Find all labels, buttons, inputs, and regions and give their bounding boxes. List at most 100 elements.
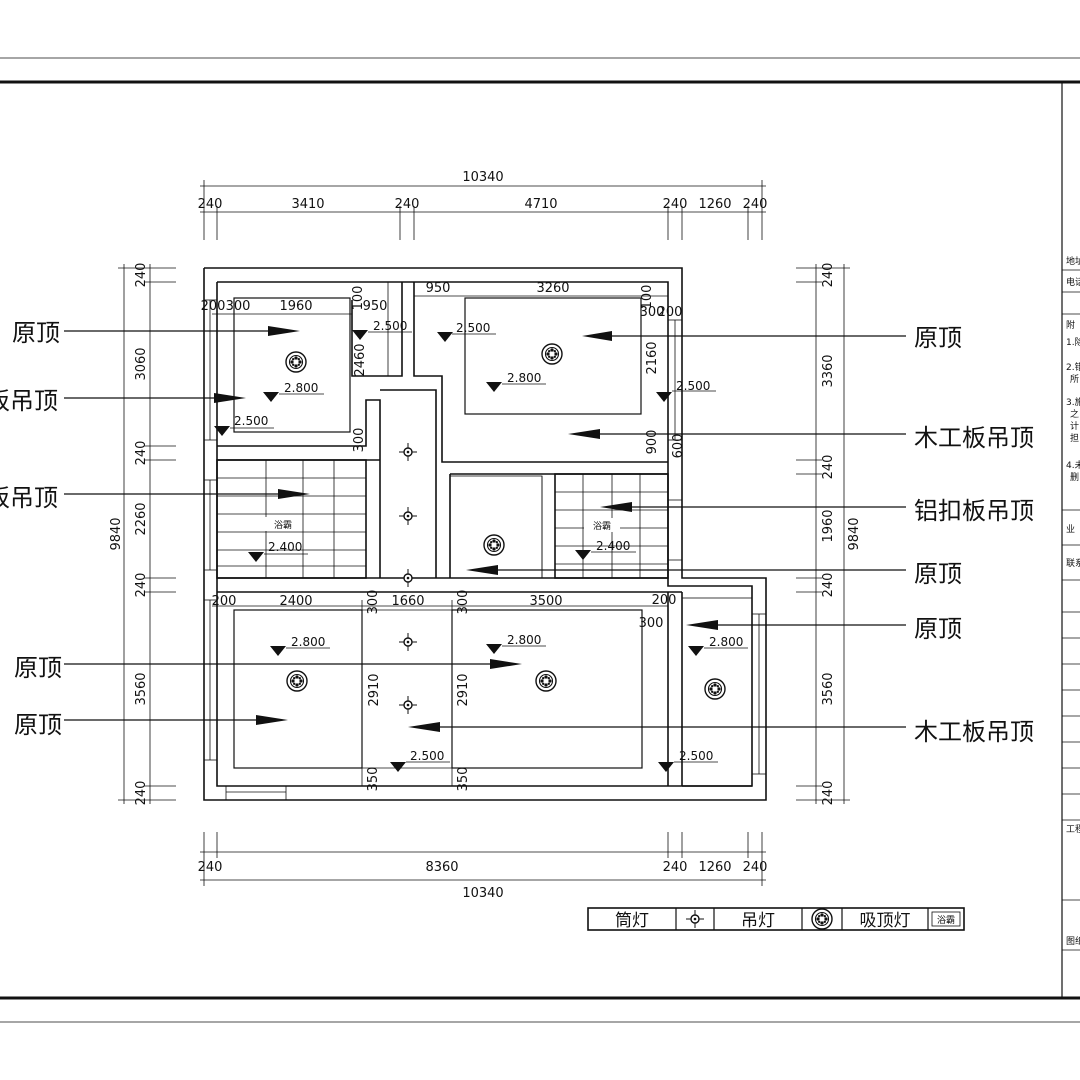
- inner-dim: 350: [366, 767, 381, 792]
- elevation-label: 2.800: [284, 381, 318, 395]
- tb-row-owner: 业: [1066, 524, 1075, 535]
- tb-note-2: 2.错: [1066, 361, 1080, 373]
- inner-dim: 1960: [279, 299, 312, 314]
- elevation-label: 2.800: [291, 635, 325, 649]
- dim-top-seg: 4710: [524, 197, 557, 212]
- legend-bath-heater-label: 浴霸: [937, 915, 955, 926]
- ceiling-light-icon: [483, 534, 505, 556]
- inner-dim: 950: [426, 281, 451, 296]
- dim-left-seg: 3060: [134, 347, 149, 380]
- tb-footer-project: 工程: [1066, 824, 1080, 835]
- dim-bottom-seg: 240: [663, 860, 688, 875]
- dim-right-seg: 1960: [821, 509, 836, 542]
- inner-dim: 600: [671, 434, 686, 459]
- inner-dim: 300: [226, 299, 251, 314]
- elevation-label: 2.800: [709, 635, 743, 649]
- light-fixtures: [285, 343, 726, 715]
- inner-dim: 300: [456, 590, 471, 615]
- dim-top-seg: 240: [743, 197, 768, 212]
- dimension-right: 9840 240 3360 240 1960 240 3560 240: [796, 263, 862, 805]
- callout-right: 木工板吊顶: [914, 718, 1034, 746]
- callout-right: 木工板吊顶: [914, 424, 1034, 452]
- inner-dim: 2910: [367, 673, 382, 706]
- ceiling-light-icon: [535, 670, 557, 692]
- dim-top-seg: 1260: [698, 197, 731, 212]
- tb-footer-drawing: 图纸: [1066, 935, 1080, 947]
- callout-left: 原顶: [12, 319, 60, 347]
- inner-dim: 100: [351, 286, 366, 311]
- downlight-icon: [398, 632, 418, 652]
- inner-dim: 300: [640, 305, 665, 320]
- downlight-icon: [398, 695, 418, 715]
- downlight-icon: [398, 568, 418, 588]
- dimension-left: 9840 240 3060 240 2260 240 3560 240: [109, 263, 176, 806]
- inner-dim: 350: [456, 767, 471, 792]
- dim-right-seg: 240: [821, 573, 836, 598]
- tb-note-1: 1.除: [1066, 336, 1080, 348]
- dim-left-seg: 240: [134, 781, 149, 806]
- callout-right: 原顶: [914, 324, 962, 352]
- inner-dim: 200: [212, 594, 237, 609]
- bath-grid-left: 浴霸: [217, 460, 366, 578]
- callout-left: 板吊顶: [0, 387, 58, 415]
- bath-grid-right: 浴霸: [555, 474, 668, 578]
- callout-left: 板吊顶: [0, 484, 58, 512]
- dim-bottom-seg: 240: [743, 860, 768, 875]
- inner-dim: 3500: [529, 594, 562, 609]
- dim-right-seg: 240: [821, 455, 836, 480]
- tb-row-contact: 联系: [1066, 558, 1080, 569]
- legend-pendant-label: 吊灯: [741, 911, 775, 931]
- callout-right: 原顶: [914, 560, 962, 588]
- inner-dim: 950: [363, 299, 388, 314]
- inner-dim: 200: [658, 305, 683, 320]
- inner-dim: 200: [201, 299, 226, 314]
- dim-left-seg: 2260: [134, 502, 149, 535]
- callout-right: 原顶: [914, 615, 962, 643]
- inner-dim: 2910: [456, 673, 471, 706]
- tb-row-notes: 附: [1066, 319, 1075, 331]
- tb-note-4b: 删: [1070, 472, 1079, 483]
- tb-note-3d: 担: [1070, 432, 1079, 444]
- elevation-label: 2.500: [456, 321, 490, 335]
- title-block: 地址 电话 附 1.除 2.错 所 3.施 之 计 担 4.未 删 业 联系 工…: [1062, 255, 1080, 951]
- bath-label-right: 浴霸: [593, 521, 611, 532]
- dim-right-seg: 240: [821, 263, 836, 288]
- dim-left-seg: 240: [134, 263, 149, 288]
- dim-top-seg: 240: [395, 197, 420, 212]
- dim-bottom-total: 10340: [462, 886, 503, 901]
- ceiling-light-icon: [811, 908, 833, 930]
- downlight-icon: [398, 442, 418, 462]
- ceiling-light-icon: [541, 343, 563, 365]
- callout-labels: 原顶 板吊顶 板吊顶 原顶 原顶 原顶 木工板吊顶 铝扣板吊顶 原顶 原顶 木工…: [0, 319, 1034, 746]
- dim-bottom-seg: 8360: [425, 860, 458, 875]
- dim-bottom-seg: 240: [198, 860, 223, 875]
- inner-dim: 2460: [353, 343, 368, 376]
- dim-left-seg: 3560: [134, 672, 149, 705]
- dim-top-total: 10340: [462, 170, 503, 185]
- dimension-top: 10340 240 3410 240 4710 240 1260 240: [198, 170, 768, 240]
- elevation-label: 2.400: [596, 539, 630, 553]
- dim-top-seg: 240: [198, 197, 223, 212]
- elevation-label: 2.500: [676, 379, 710, 393]
- elevation-label: 2.800: [507, 633, 541, 647]
- bath-label-left: 浴霸: [274, 520, 292, 531]
- tb-note-3c: 计: [1070, 420, 1079, 432]
- elevation-label: 2.500: [373, 319, 407, 333]
- dim-left-seg: 240: [134, 573, 149, 598]
- downlight-icon: [685, 909, 705, 929]
- legend: 筒灯 吊灯 吸顶灯 浴霸: [587, 907, 965, 931]
- drawing-frame: [0, 57, 1080, 1023]
- tb-note-2b: 所: [1070, 374, 1079, 385]
- ceiling-light-icon: [286, 670, 308, 692]
- elevation-label: 2.400: [268, 540, 302, 554]
- inner-dim: 300: [352, 428, 367, 453]
- inner-dim: 900: [645, 430, 660, 455]
- inner-dim: 300: [639, 616, 664, 631]
- inner-dim: 100: [640, 285, 655, 310]
- callout-leaders: [64, 326, 906, 732]
- elevation-label: 2.500: [410, 749, 444, 763]
- tb-note-4: 4.未: [1066, 459, 1080, 471]
- inner-dim: 2160: [645, 341, 660, 374]
- tb-note-3b: 之: [1070, 408, 1079, 420]
